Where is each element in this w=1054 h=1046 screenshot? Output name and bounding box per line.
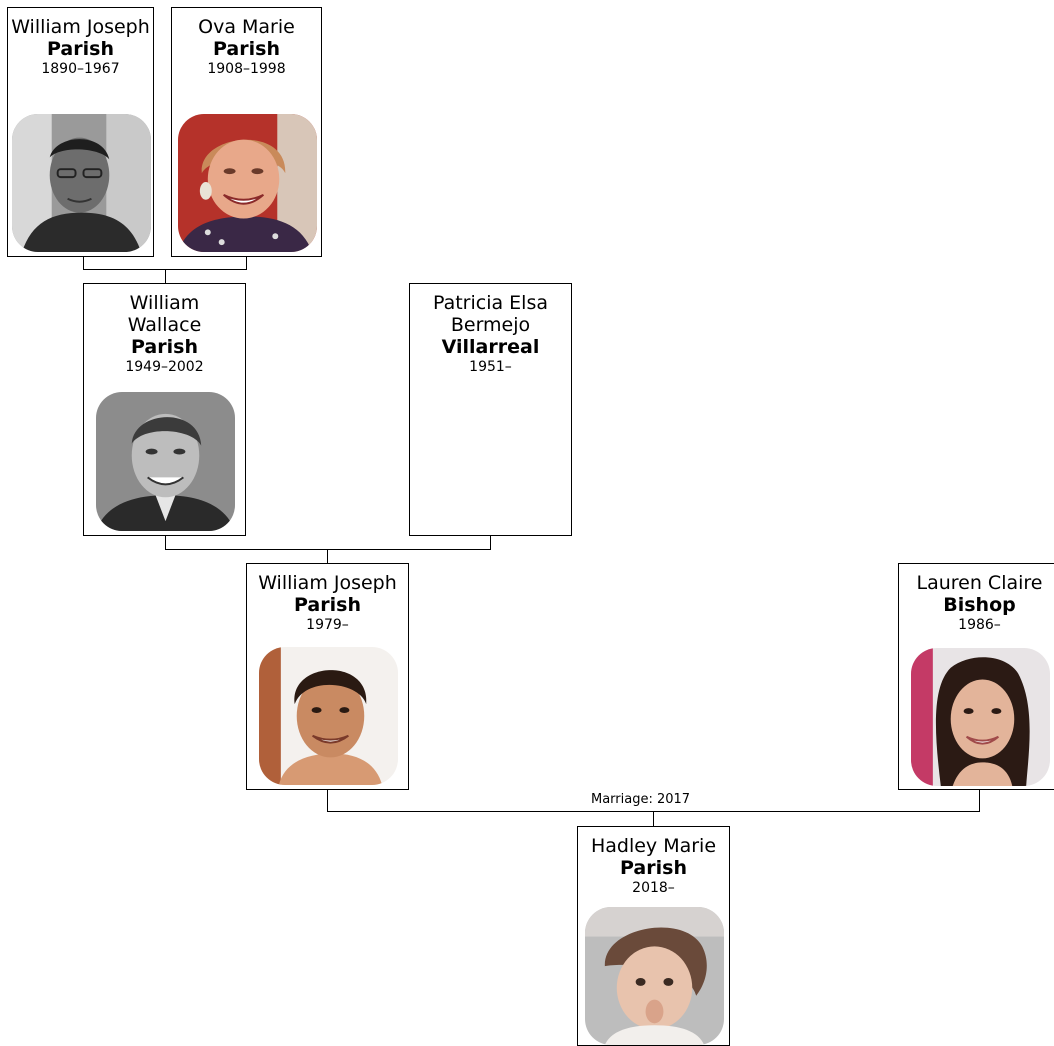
person-card-patricia-elsa-bermejo-villarreal[interactable]: Patricia Elsa Bermejo Villarreal 1951– [409, 283, 572, 536]
given-name: Hadley Marie [590, 835, 717, 857]
person-photo [96, 392, 235, 531]
life-dates: 1951– [469, 359, 512, 375]
surname: Parish [294, 594, 361, 616]
person-card-lauren-claire-bishop[interactable]: Lauren Claire Bishop 1986– [898, 563, 1054, 790]
given-name: Patricia Elsa Bermejo [432, 292, 549, 336]
life-dates: 1979– [306, 617, 349, 633]
person-photo [12, 114, 151, 252]
person-photo [178, 114, 317, 252]
marriage-label: Marriage: 2017 [588, 793, 694, 807]
given-name: Lauren Claire [916, 572, 1043, 594]
surname: Bishop [943, 594, 1016, 616]
surname: Parish [131, 336, 198, 358]
surname: Parish [620, 857, 687, 879]
life-dates: 1949–2002 [125, 359, 204, 375]
surname: Villarreal [441, 336, 540, 358]
life-dates: 2018– [632, 880, 675, 896]
surname: Parish [213, 38, 280, 60]
given-name: William Wallace [127, 292, 202, 336]
given-name: Ova Marie [198, 16, 295, 38]
person-photo [259, 647, 398, 785]
person-card-william-joseph-parish-1890[interactable]: William Joseph Parish 1890–1967 [7, 7, 154, 257]
couple-connector [83, 257, 247, 270]
couple-connector [165, 536, 491, 550]
person-card-william-joseph-parish-1979[interactable]: William Joseph Parish 1979– [246, 563, 409, 790]
surname: Parish [47, 38, 114, 60]
life-dates: 1890–1967 [41, 61, 120, 77]
person-card-ova-marie-parish[interactable]: Ova Marie Parish 1908–1998 [171, 7, 322, 257]
given-name: William Joseph [258, 572, 397, 594]
person-photo [911, 648, 1050, 786]
life-dates: 1986– [958, 617, 1001, 633]
person-photo [585, 907, 724, 1045]
life-dates: 1908–1998 [207, 61, 286, 77]
person-card-hadley-marie-parish[interactable]: Hadley Marie Parish 2018– [577, 826, 730, 1046]
person-card-william-wallace-parish[interactable]: William Wallace Parish 1949–2002 [83, 283, 246, 536]
given-name: William Joseph [11, 16, 150, 38]
